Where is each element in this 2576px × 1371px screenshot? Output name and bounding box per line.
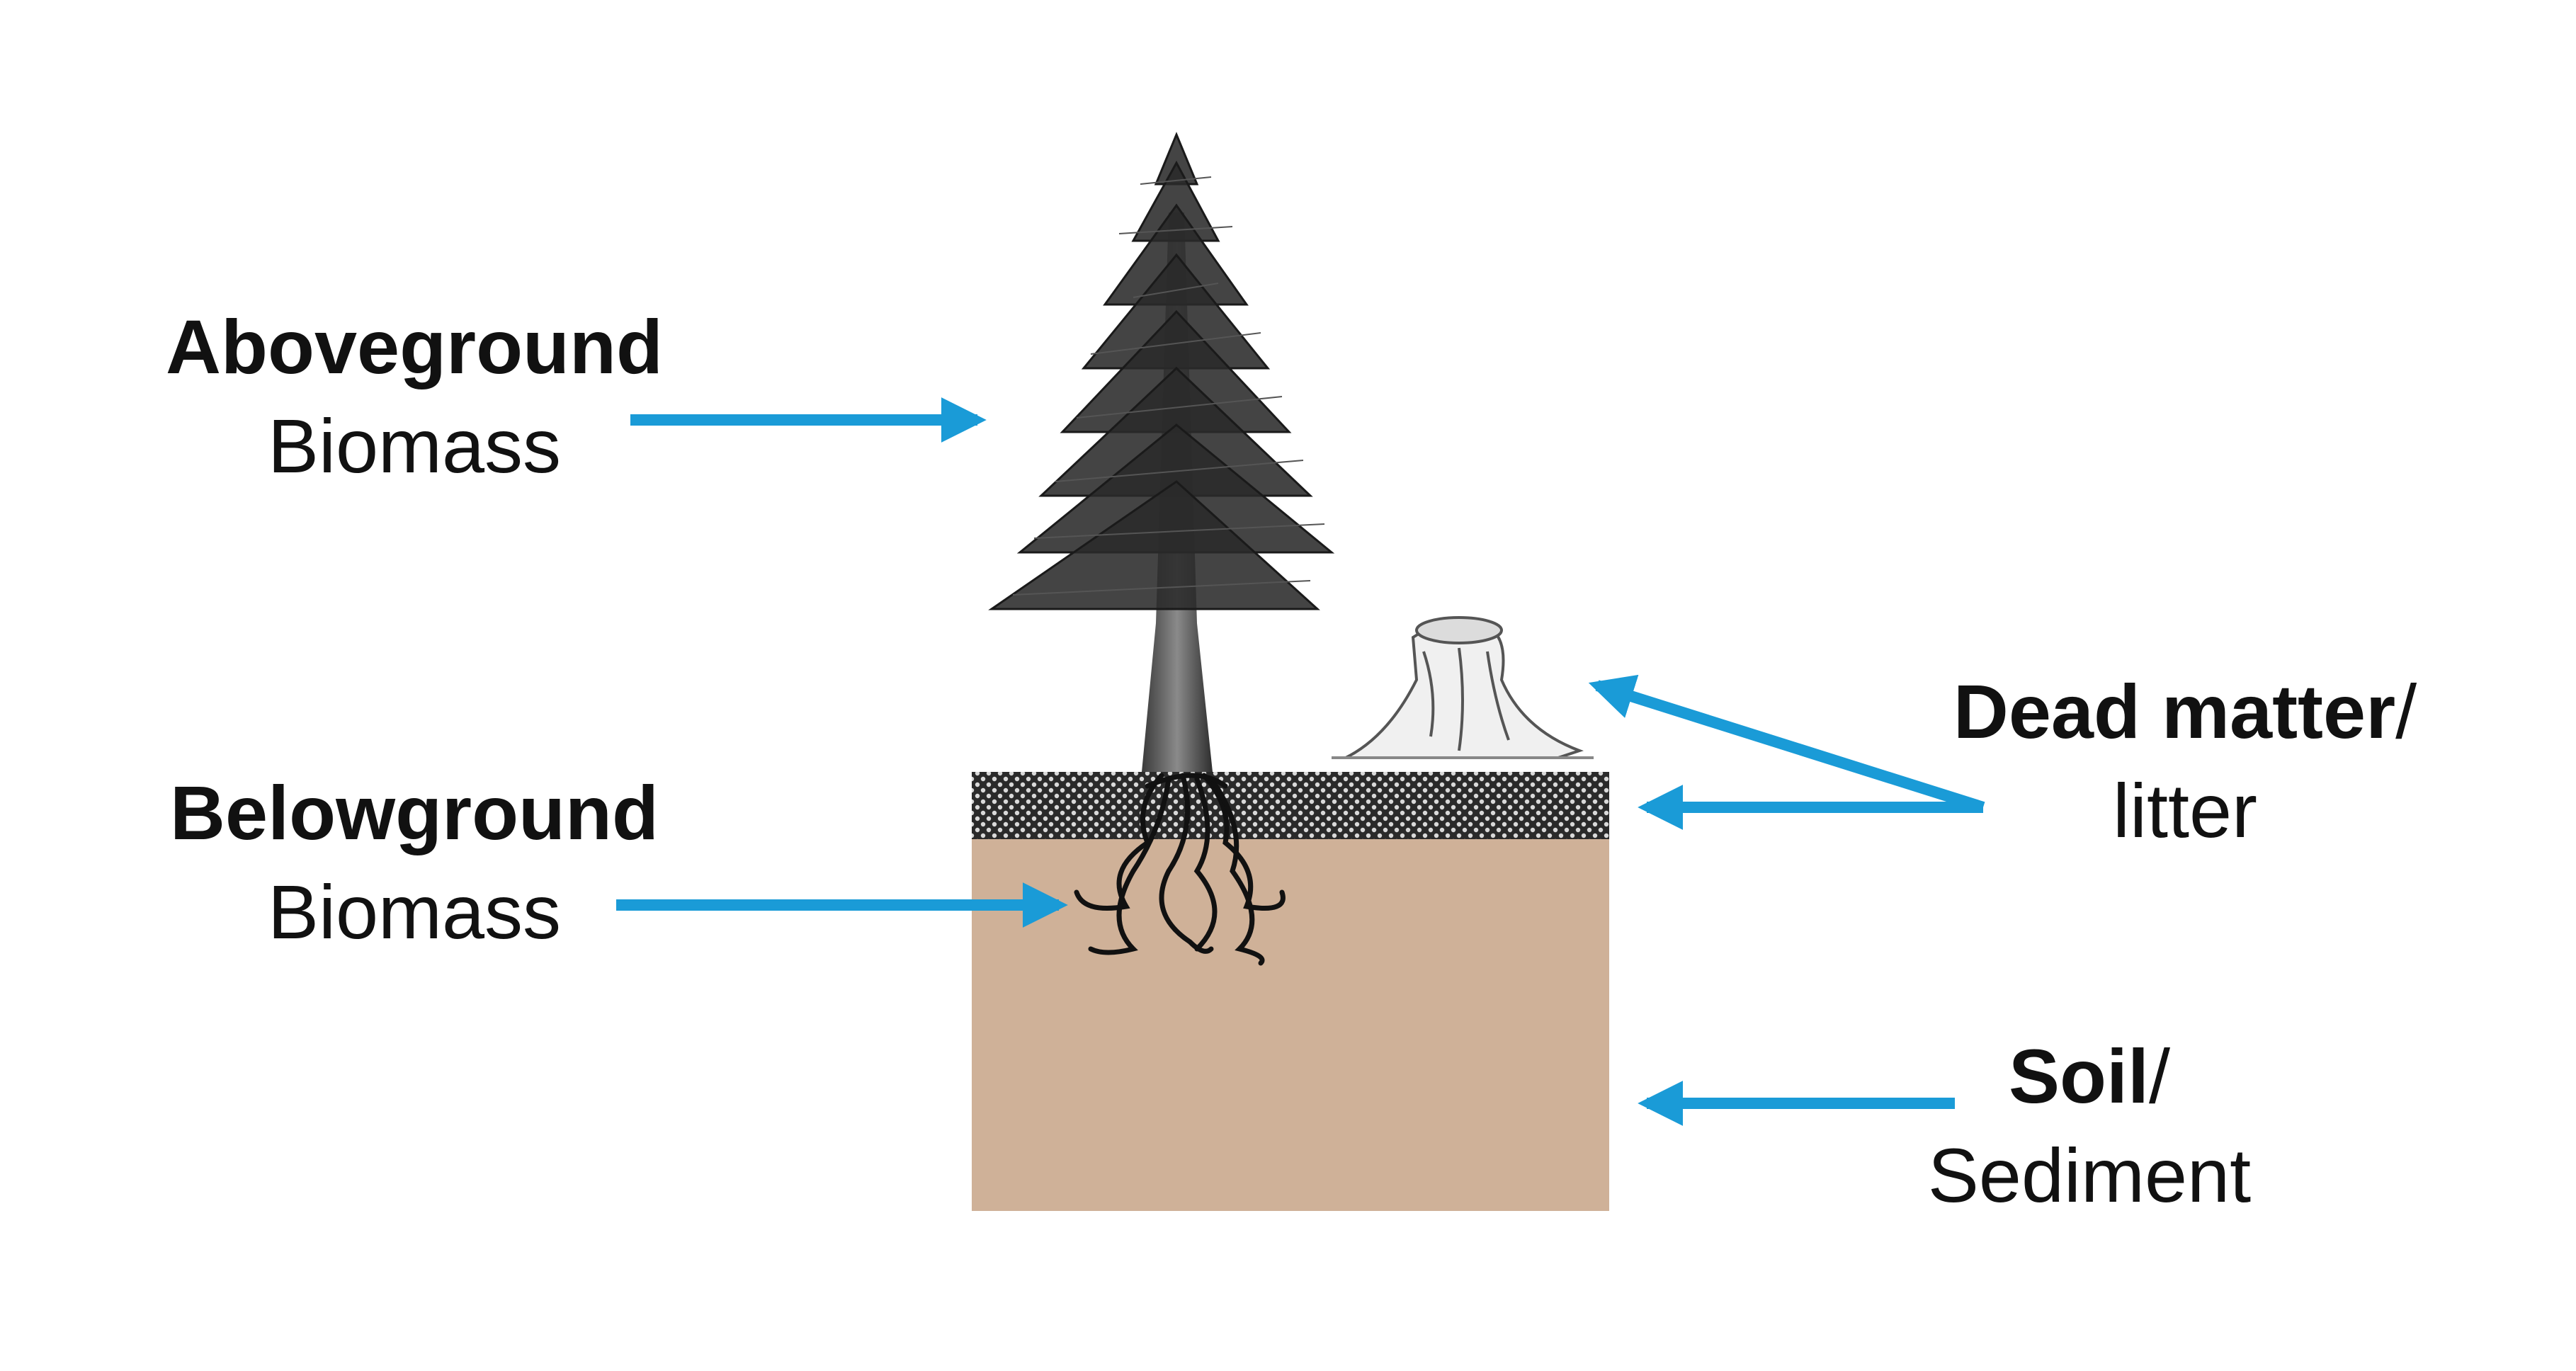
aboveground-label: Aboveground Biomass bbox=[120, 297, 708, 496]
litter-layer bbox=[972, 772, 1609, 839]
stump-icon bbox=[1332, 616, 1594, 759]
soil-title: Soil bbox=[2008, 1033, 2149, 1119]
soil-layer bbox=[972, 772, 1609, 1211]
tree-icon bbox=[988, 132, 1335, 772]
aboveground-subtitle: Biomass bbox=[267, 403, 562, 489]
soil-label: Soil/ Sediment bbox=[1842, 1027, 2337, 1226]
roots-icon bbox=[1074, 773, 1286, 966]
belowground-title: Belowground bbox=[170, 770, 659, 855]
soil-subtitle: Sediment bbox=[1927, 1132, 2252, 1219]
dead-matter-slash: / bbox=[2395, 669, 2417, 754]
aboveground-title: Aboveground bbox=[166, 304, 663, 389]
soil-slash: / bbox=[2149, 1033, 2171, 1119]
belowground-subtitle: Biomass bbox=[267, 869, 562, 955]
dead-matter-subtitle: litter bbox=[2112, 768, 2258, 854]
dead-matter-title: Dead matter bbox=[1953, 669, 2396, 754]
dead-matter-label: Dead matter/ litter bbox=[1877, 662, 2493, 861]
belowground-label: Belowground Biomass bbox=[120, 763, 708, 962]
dead-matter-stump-arrow bbox=[1588, 674, 1985, 813]
arrows bbox=[616, 397, 1985, 1126]
